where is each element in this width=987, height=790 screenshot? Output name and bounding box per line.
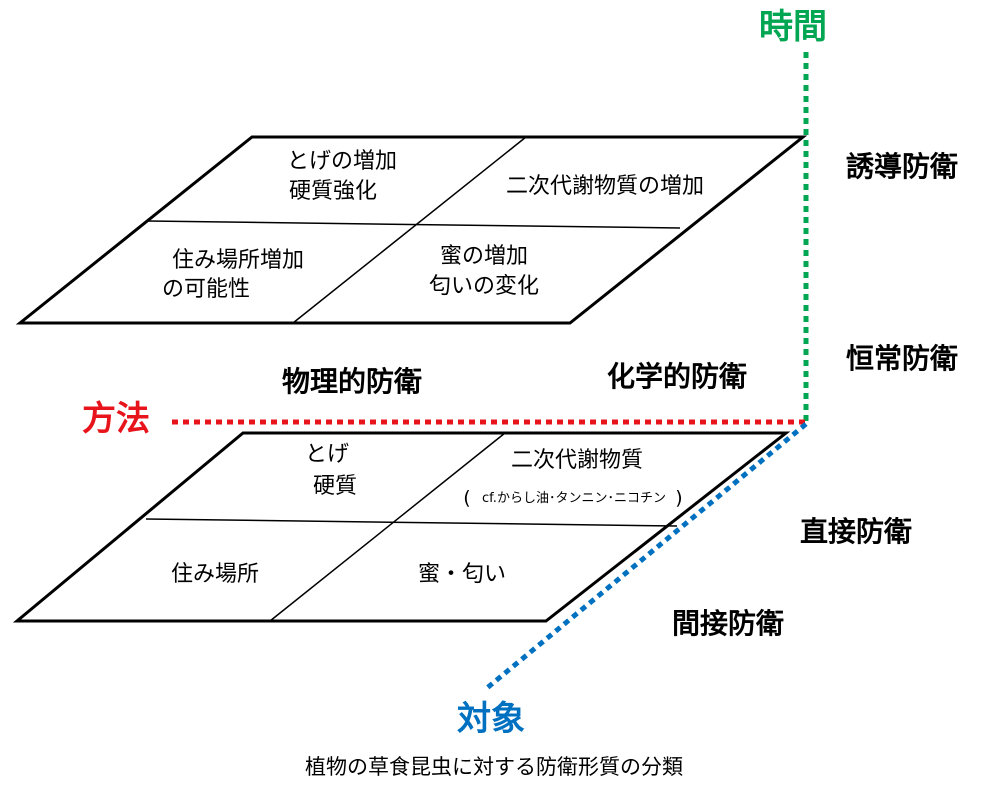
induced-defense-label: 誘導防衛 bbox=[846, 150, 958, 183]
time-axis-label: 時間 bbox=[759, 7, 827, 47]
lower-plane bbox=[12, 431, 791, 623]
lower-bottom-right: 蜜・匂い bbox=[418, 562, 506, 587]
upper-bottom-right-line1: 蜜の増加 bbox=[440, 244, 528, 269]
diagram-caption: 植物の草食昆虫に対する防衛形質の分類 bbox=[305, 755, 683, 779]
upper-plane-horizontal-divider bbox=[147, 220, 681, 229]
direct-defense-label: 直接防衛 bbox=[800, 515, 912, 548]
upper-plane bbox=[15, 135, 808, 325]
lower-top-left-line2: 硬質 bbox=[313, 474, 357, 499]
lower-bottom-left: 住み場所 bbox=[171, 562, 259, 587]
target-axis-label: 対象 bbox=[457, 699, 525, 739]
physical-defense-label: 物理的防衛 bbox=[282, 365, 422, 398]
upper-bottom-left-line2: の可能性 bbox=[162, 277, 250, 302]
lower-top-right-paren-open: ( bbox=[463, 487, 470, 509]
upper-top-right: 二次代謝物質の増加 bbox=[506, 174, 704, 199]
constitutive-defense-label: 恒常防衛 bbox=[846, 342, 958, 375]
upper-plane-outline bbox=[15, 135, 808, 325]
lower-plane-outline bbox=[12, 431, 791, 623]
upper-top-left-line2: 硬質強化 bbox=[289, 179, 377, 204]
upper-bottom-right-line2: 匂いの変化 bbox=[429, 274, 539, 299]
upper-plane-vertical-divider bbox=[292, 136, 527, 324]
target-axis-line bbox=[485, 422, 808, 690]
lower-top-right-note: cf.からし油･タンニン･ニコチン bbox=[482, 491, 666, 506]
lower-top-right-paren-close: ) bbox=[675, 487, 682, 509]
chemical-defense-label: 化学的防衛 bbox=[607, 360, 747, 393]
upper-top-left-line1: とげの増加 bbox=[287, 149, 397, 174]
lower-plane-vertical-divider bbox=[269, 432, 506, 622]
lower-plane-horizontal-divider bbox=[145, 518, 678, 527]
indirect-defense-label: 間接防衛 bbox=[672, 607, 784, 640]
upper-bottom-left-line1: 住み場所増加 bbox=[172, 248, 304, 273]
lower-top-right: 二次代謝物質 bbox=[511, 448, 643, 473]
lower-top-left-line1: とげ bbox=[305, 442, 349, 467]
method-axis-label: 方法 bbox=[82, 399, 150, 439]
